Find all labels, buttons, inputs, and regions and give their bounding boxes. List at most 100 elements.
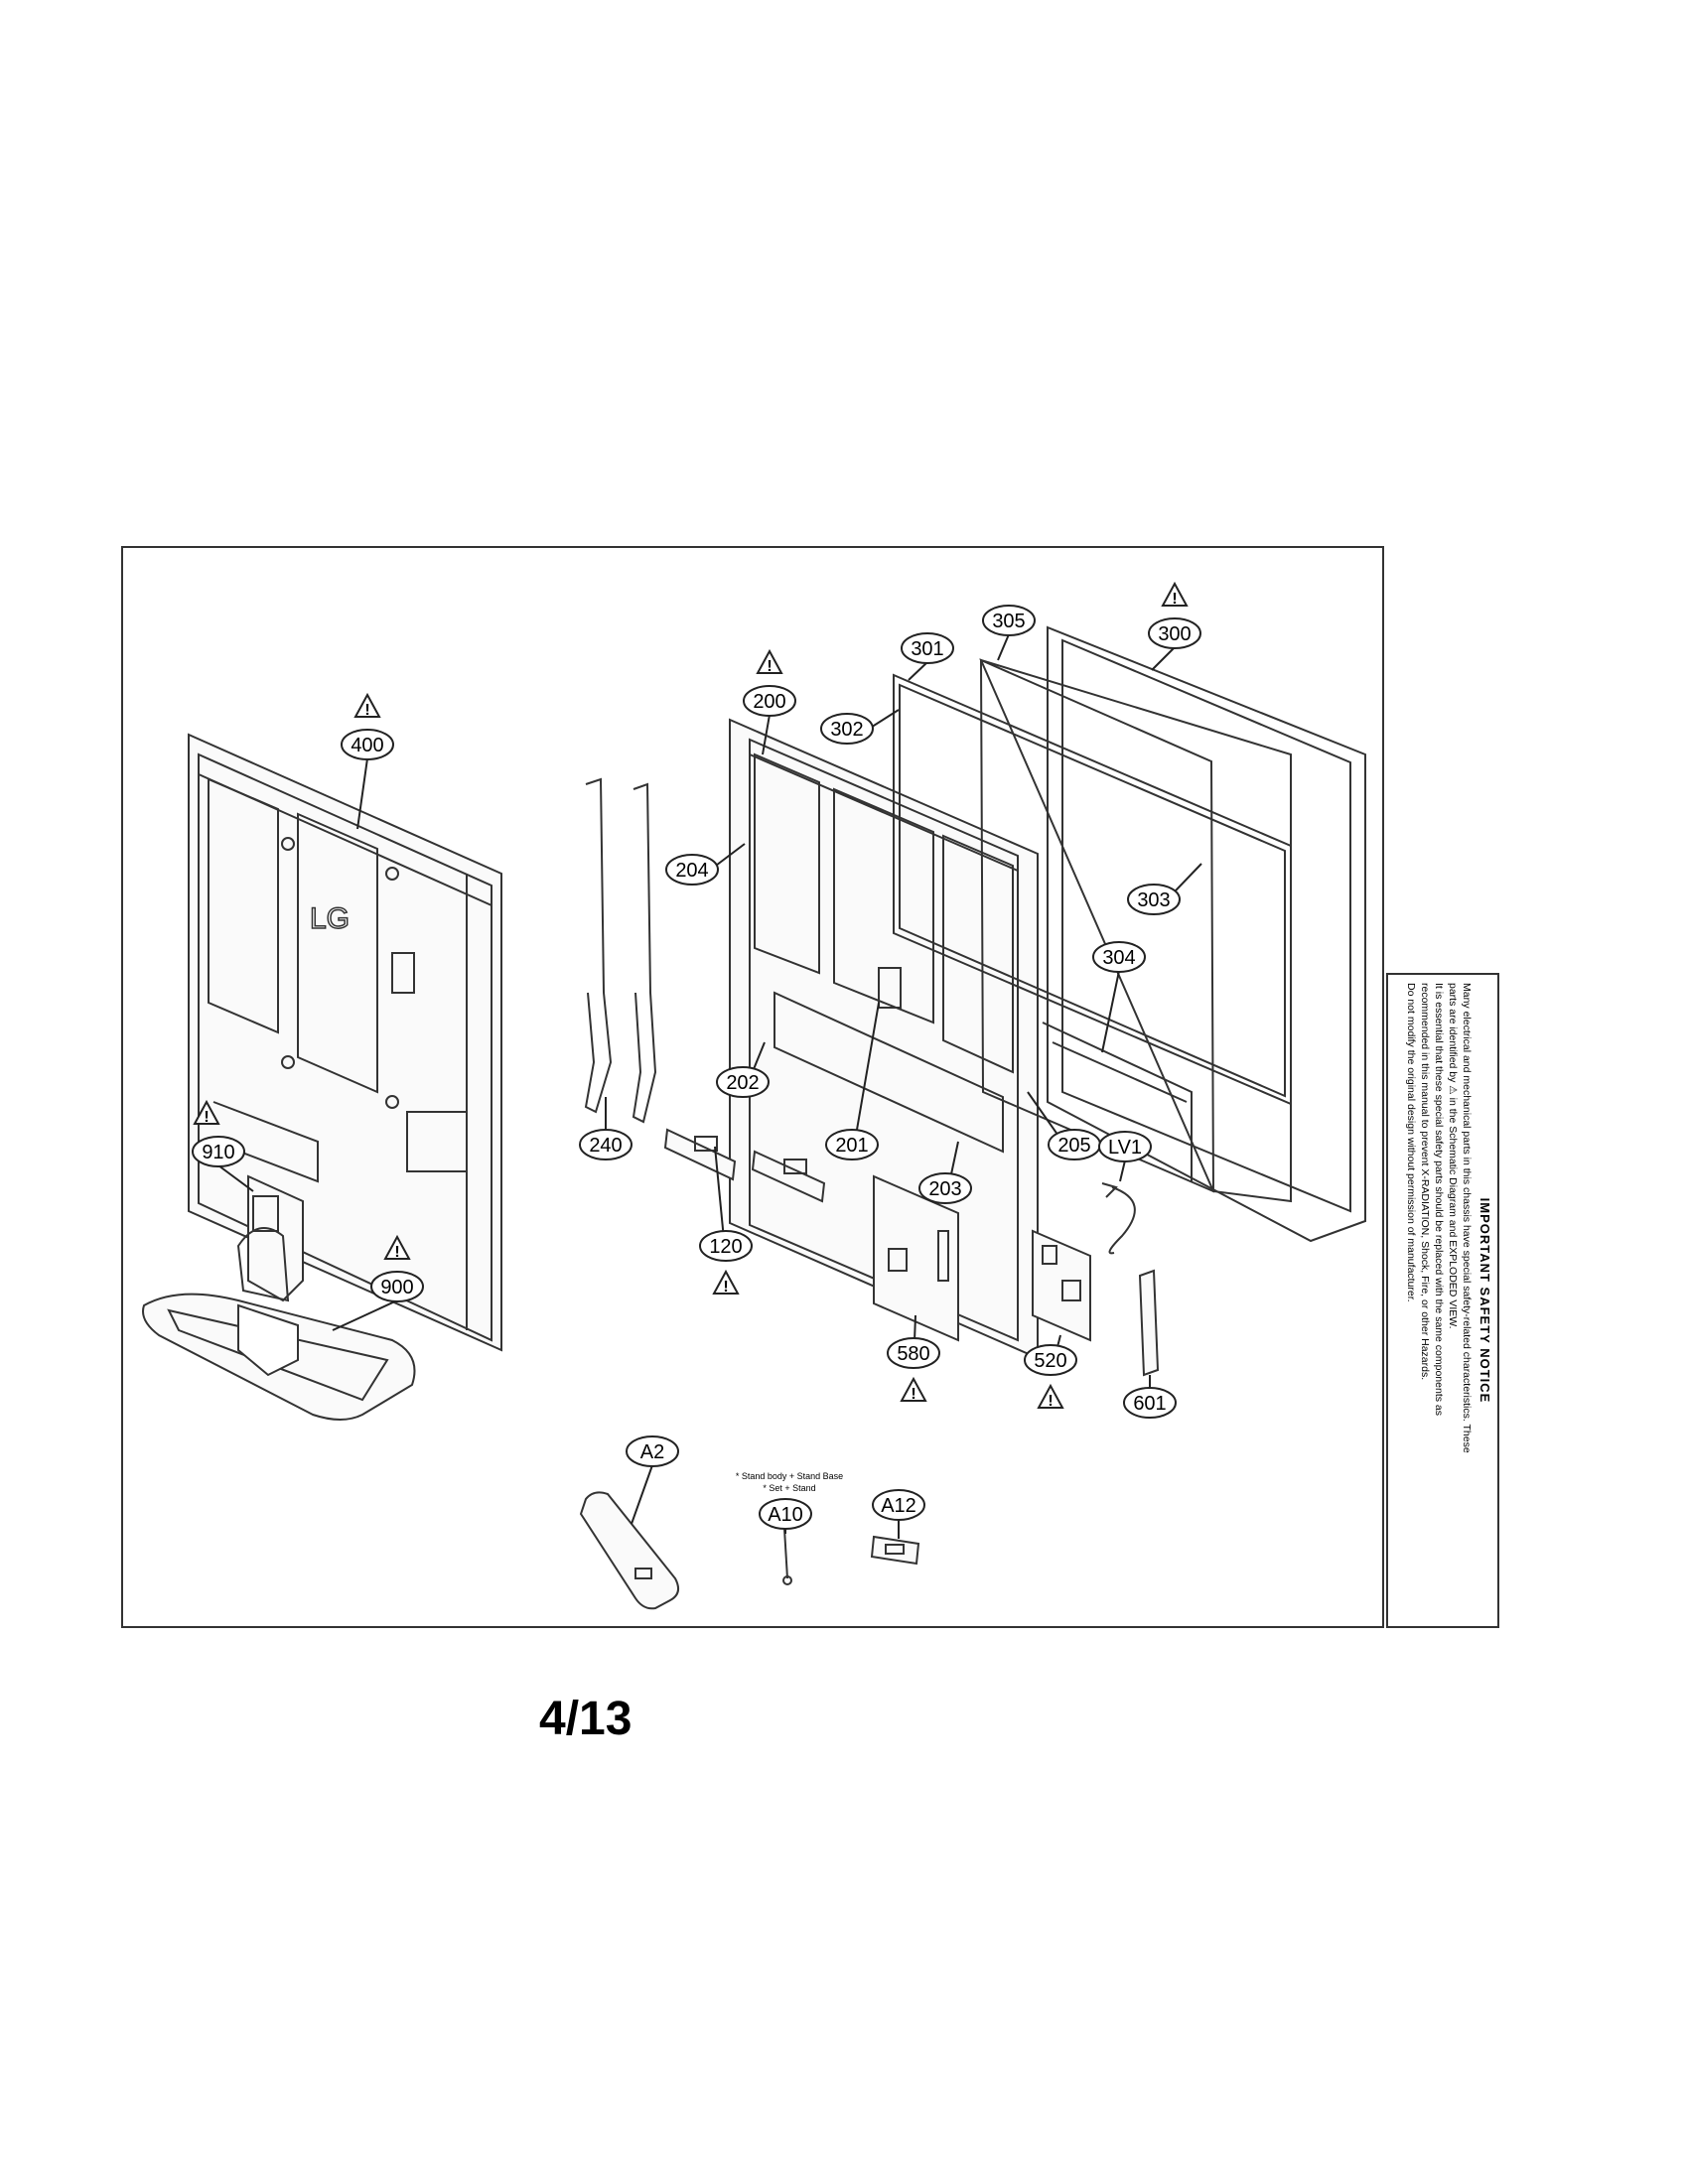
lg-logo: LG [310, 902, 350, 935]
leader-line-a2 [631, 1464, 653, 1525]
stand-note-line2: * Set + Stand [763, 1483, 815, 1493]
safety-notice-line: Many electrical and mechanical parts in … [1461, 983, 1473, 1453]
callout-bubble [716, 1066, 770, 1098]
callout-label: 204 [675, 860, 708, 882]
svg-text:!: ! [1172, 591, 1177, 608]
leader-line-304 [1101, 970, 1120, 1053]
callout-bubble [192, 1136, 245, 1167]
callout-label: 302 [830, 719, 863, 741]
callout-bubble [665, 854, 719, 886]
svg-text:!: ! [204, 1109, 209, 1126]
callout-120: 120 [699, 1230, 753, 1262]
callout-bubble [1024, 1344, 1077, 1376]
callout-label: 580 [897, 1343, 929, 1365]
svg-text:!: ! [723, 1279, 728, 1296]
callout-label: 203 [928, 1178, 961, 1200]
safety-notice-line: It is essential that these special safet… [1433, 983, 1445, 1416]
callout-bubble [579, 1129, 633, 1160]
callout-301: 301 [901, 632, 954, 664]
callout-580: 580 [887, 1337, 940, 1369]
cable-part [1101, 1182, 1136, 1255]
safety-notice-line: Do not modify the original design withou… [1405, 983, 1417, 1302]
callout-label: A2 [640, 1441, 664, 1463]
callout-bubble [820, 713, 874, 745]
warning-triangle-icon: ! [712, 1269, 740, 1296]
callout-label: A10 [768, 1504, 803, 1526]
callout-300: 300 [1148, 617, 1201, 649]
callout-205: 205 [1048, 1129, 1101, 1160]
callout-label: 120 [709, 1236, 742, 1258]
callout-201: 201 [825, 1129, 879, 1160]
callout-label: 300 [1158, 623, 1191, 645]
callout-label: 601 [1133, 1393, 1166, 1415]
callout-bubble [982, 605, 1036, 636]
callout-601: 601 [1123, 1387, 1177, 1419]
callout-label: 205 [1057, 1135, 1090, 1157]
diagram-frame [121, 546, 1384, 1628]
callout-204: 204 [665, 854, 719, 886]
callout-303: 303 [1127, 884, 1181, 915]
plate-part [870, 1535, 920, 1566]
leader-line-400 [356, 757, 368, 830]
callout-305: 305 [982, 605, 1036, 636]
leader-line-301 [908, 661, 928, 681]
warning-triangle-icon: ! [900, 1376, 927, 1403]
callout-label: 400 [351, 735, 383, 756]
callout-label: 202 [726, 1072, 759, 1094]
svg-text:!: ! [767, 658, 772, 675]
warning-triangle-icon: ! [193, 1099, 220, 1126]
callout-bubble [699, 1230, 753, 1262]
leader-line-305 [997, 633, 1010, 661]
callout-label: A12 [881, 1495, 916, 1517]
callout-label: 305 [992, 611, 1025, 632]
callout-bubble [1127, 884, 1181, 915]
callout-200: 200 [743, 685, 796, 717]
callout-label: 201 [835, 1135, 868, 1157]
screw-part [782, 1528, 792, 1585]
callout-203: 203 [918, 1172, 972, 1204]
callout-label: 520 [1034, 1350, 1066, 1372]
callout-bubble [759, 1498, 812, 1530]
front-bezel-part [1047, 625, 1366, 1243]
warning-triangle-icon: ! [1037, 1383, 1064, 1410]
side-bracket-part [1138, 1269, 1160, 1377]
callout-bubble [370, 1271, 424, 1302]
callout-bubble [901, 632, 954, 664]
svg-text:!: ! [394, 1244, 399, 1261]
callout-240: 240 [579, 1129, 633, 1160]
stand-base-part [142, 1293, 416, 1421]
warning-triangle-icon: ! [1161, 581, 1189, 608]
callout-bubble [1123, 1387, 1177, 1419]
remote-part [579, 1491, 680, 1610]
callout-bubble [1148, 617, 1201, 649]
bracket-part [584, 777, 657, 1124]
leader-line-300 [1151, 646, 1176, 671]
stand-note-line1: * Stand body + Stand Base [736, 1471, 843, 1481]
back-cover-part [188, 733, 502, 1352]
callout-bubble [872, 1489, 925, 1521]
leader-line-200 [762, 714, 771, 755]
warning-triangle-icon: ! [383, 1234, 411, 1261]
callout-304: 304 [1092, 941, 1146, 973]
safety-notice-box: IMPORTANT SAFETY NOTICE Many electrical … [1386, 973, 1499, 1628]
callout-bubble [887, 1337, 940, 1369]
callout-label: 303 [1137, 889, 1170, 911]
callout-bubble [341, 729, 394, 760]
svg-text:!: ! [364, 702, 369, 719]
callout-a12: A12 [872, 1489, 925, 1521]
callout-label: 910 [202, 1142, 234, 1163]
safety-notice-title: IMPORTANT SAFETY NOTICE [1477, 1197, 1492, 1404]
safety-notice-line: recommended in this manual to prevent X-… [1419, 983, 1431, 1381]
leader-line-910 [217, 1164, 254, 1192]
callout-label: 900 [380, 1277, 413, 1298]
callout-a2: A2 [626, 1435, 679, 1467]
power-board-part [1032, 1229, 1091, 1342]
callout-520: 520 [1024, 1344, 1077, 1376]
callout-bubble [1098, 1131, 1152, 1162]
callout-bubble [626, 1435, 679, 1467]
panel-module-part [979, 658, 1292, 1203]
callout-label: 240 [589, 1135, 622, 1157]
callout-400: 400 [341, 729, 394, 760]
